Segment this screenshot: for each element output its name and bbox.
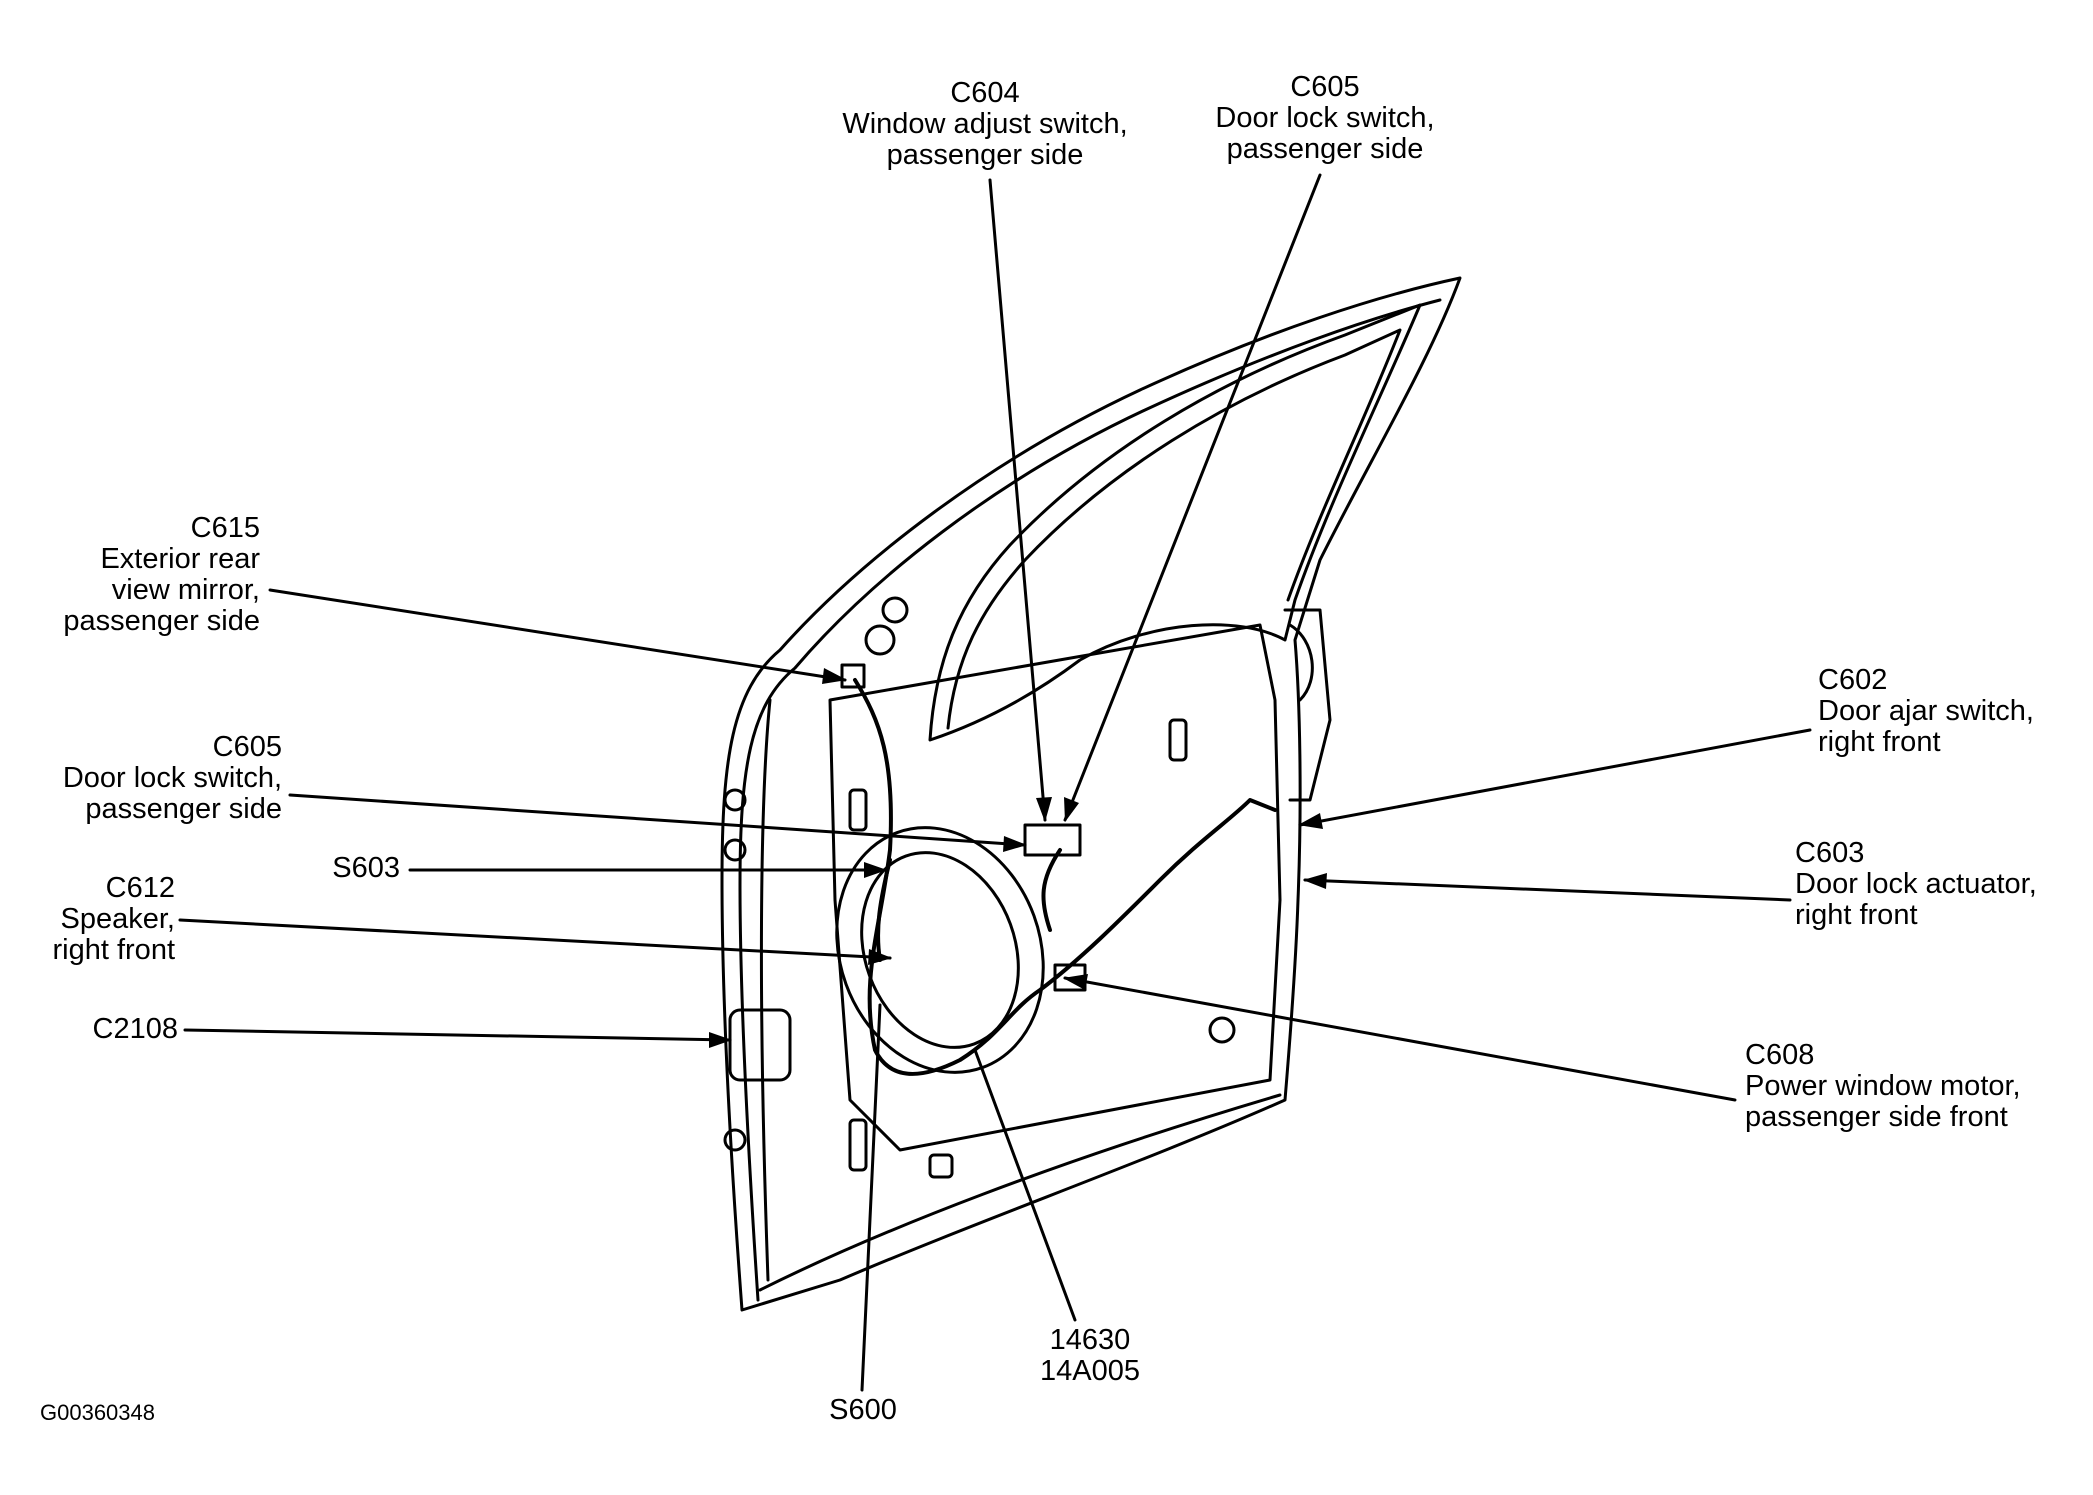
wiring-harness	[853, 678, 1277, 1076]
leader-c2108	[183, 1028, 732, 1042]
arrow-c605-left	[1003, 836, 1027, 852]
callout-c615: C615 Exterior rear view mirror, passenge…	[20, 513, 260, 637]
callout-c605-left-code: C605	[212, 731, 282, 763]
callout-c2108-code: C2108	[92, 1013, 178, 1045]
callout-c605-top: C605 Door lock switch, passenger side	[1190, 72, 1460, 165]
callout-c604-line2: passenger side	[886, 139, 1084, 171]
latch-bracket	[1288, 623, 1314, 702]
arrow-c603	[1303, 873, 1327, 889]
access-slot-1	[848, 788, 868, 832]
callout-c605-left-line2: passenger side	[85, 793, 282, 825]
leader-c604	[988, 178, 1047, 822]
callout-s603-code: S603	[332, 852, 400, 884]
callout-s600-code: S600	[829, 1394, 897, 1426]
callout-s603: S603	[300, 853, 400, 884]
leader-harness	[973, 1048, 1077, 1322]
switch-connector-block	[1023, 823, 1082, 857]
hinge-bolt-mid	[723, 838, 747, 862]
callout-c615-line1: Exterior rear	[100, 543, 260, 575]
window-frame	[928, 303, 1422, 742]
callout-c602-line2: right front	[1818, 726, 1941, 758]
speaker-outer	[835, 826, 1045, 1074]
leader-c612	[178, 918, 892, 960]
callout-c603: C603 Door lock actuator, right front	[1795, 838, 2080, 931]
callout-c605-top-line1: Door lock switch,	[1215, 102, 1435, 134]
callout-c615-code: C615	[190, 512, 260, 544]
callout-c608-line2: passenger side front	[1745, 1101, 2008, 1133]
callout-c605-left: C605 Door lock switch, passenger side	[20, 732, 282, 825]
callout-c603-code: C603	[1795, 837, 1865, 869]
callout-c608-line1: Power window motor,	[1745, 1070, 2021, 1102]
arrow-c605-top	[1064, 797, 1079, 822]
callout-c608-code: C608	[1745, 1039, 1815, 1071]
callout-c615-line2: view mirror,	[111, 574, 260, 606]
leader-c602	[1298, 728, 1812, 827]
callout-c605-top-line2: passenger side	[1226, 133, 1424, 165]
access-slot-3	[848, 1118, 868, 1172]
mirror-mount	[840, 663, 866, 689]
callout-harness: 14630 14A005	[1020, 1325, 1160, 1387]
door-inner-shell	[738, 298, 1442, 1302]
callout-c604-line1: Window adjust switch,	[842, 108, 1128, 140]
arrow-c612	[868, 949, 892, 965]
callout-c612-line2: right front	[52, 934, 176, 966]
access-hole-2	[881, 596, 909, 624]
callout-c604: C604 Window adjust switch, passenger sid…	[820, 78, 1150, 171]
callout-c602-line1: Door ajar switch,	[1818, 695, 2034, 727]
door-latch	[1283, 608, 1332, 802]
leader-c605-top	[1063, 173, 1322, 822]
arrow-c604	[1036, 797, 1052, 822]
callout-harness-code2: 14A005	[1040, 1355, 1140, 1387]
callout-harness-code1: 14630	[1049, 1324, 1131, 1356]
callout-c603-line2: right front	[1795, 899, 1918, 931]
door-lower-edge	[758, 1093, 1282, 1292]
callout-c608: C608 Power window motor, passenger side …	[1745, 1040, 2065, 1133]
access-hole-1	[864, 624, 896, 656]
leader-c615	[268, 588, 847, 682]
arrow-c608	[1063, 974, 1088, 990]
access-slot-4	[928, 1153, 954, 1179]
callout-c602-code: C602	[1818, 664, 1888, 696]
hinge-bolt-upper	[723, 788, 747, 812]
leader-s600	[860, 1003, 882, 1392]
door-front-edge	[759, 698, 772, 1282]
callout-c604-code: C604	[950, 77, 1020, 109]
arrow-c615	[822, 668, 847, 684]
callout-c2108: C2108	[60, 1014, 178, 1045]
callout-c615-line3: passenger side	[63, 605, 260, 637]
callout-c612-line1: Speaker,	[60, 903, 175, 935]
callout-c605-top-code: C605	[1290, 71, 1360, 103]
leader-c603	[1303, 878, 1792, 902]
leader-c605-left	[288, 793, 1027, 847]
figure-id: G00360348	[40, 1400, 155, 1425]
harness-branch-switch	[1041, 848, 1062, 932]
callout-c612: C612 Speaker, right front	[20, 872, 176, 966]
c2108-connector-body	[728, 1008, 792, 1082]
window-frame-inner	[946, 328, 1402, 730]
arrow-c602	[1298, 813, 1323, 829]
callout-c612-code: C612	[105, 872, 175, 904]
arrow-c2108	[709, 1032, 732, 1048]
callout-s600: S600	[808, 1395, 918, 1426]
access-slot-2	[1168, 718, 1188, 762]
leader-c608	[1063, 976, 1737, 1102]
callout-c603-line1: Door lock actuator,	[1795, 868, 2037, 900]
arrow-s603	[864, 862, 887, 878]
access-hole-3	[1208, 1016, 1236, 1044]
hinge-bolt-lower	[723, 1128, 747, 1152]
harness-branch-speaker	[876, 858, 892, 962]
callout-c602: C602 Door ajar switch, right front	[1818, 665, 2078, 758]
callout-c605-left-line1: Door lock switch,	[62, 762, 282, 794]
